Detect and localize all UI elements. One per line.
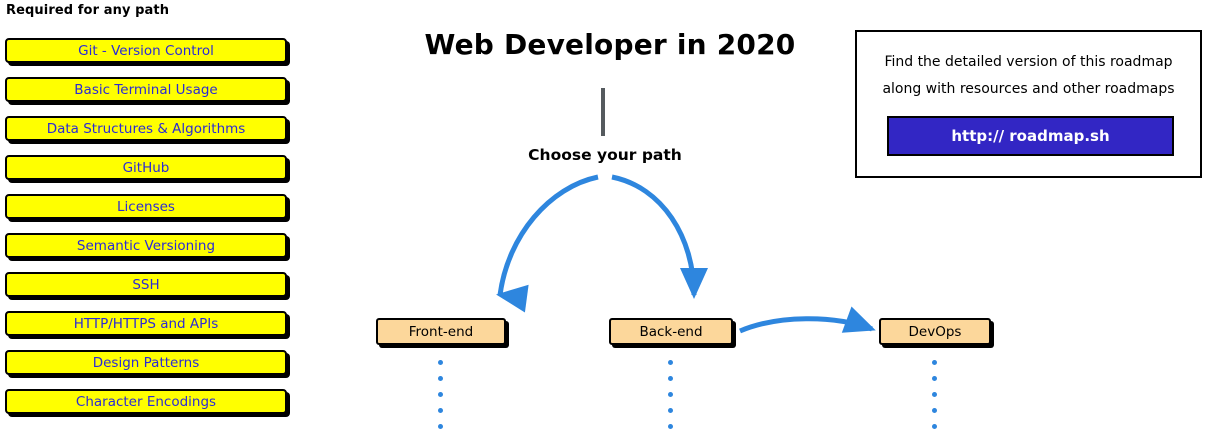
required-item-character-encodings[interactable]: Character Encodings [5,389,287,414]
required-item-basic-terminal-usage[interactable]: Basic Terminal Usage [5,77,287,102]
branch-arrows [496,174,876,334]
required-item-git-version-control[interactable]: Git - Version Control [5,38,287,63]
required-item-label: Data Structures & Algorithms [46,120,246,137]
required-item-label: Basic Terminal Usage [74,81,218,98]
required-item-design-patterns[interactable]: Design Patterns [5,350,287,375]
node-devops[interactable]: DevOps [879,318,991,345]
roadmap-info-box: Find the detailed version of this roadma… [855,30,1202,178]
required-item-licenses[interactable]: Licenses [5,194,287,219]
title-stem-connector [601,88,605,136]
required-item-github[interactable]: GitHub [5,155,287,180]
node-front-end[interactable]: Front-end [376,318,506,345]
required-item-semantic-versioning[interactable]: Semantic Versioning [5,233,287,258]
choose-your-path-label: Choose your path [528,146,682,164]
node-label: Back-end [639,323,703,340]
required-item-label: SSH [132,276,160,293]
required-item-label: HTTP/HTTPS and APIs [73,315,219,332]
node-label: Front-end [408,323,474,340]
roadmap-sh-link-button[interactable]: http:// roadmap.sh [887,116,1174,156]
required-item-ssh[interactable]: SSH [5,272,287,297]
required-item-label: Semantic Versioning [76,237,216,254]
required-item-label: Design Patterns [92,354,200,371]
required-item-label: Git - Version Control [78,42,214,59]
page-title: Web Developer in 2020 [424,28,796,61]
required-item-label: Licenses [117,198,175,215]
info-text-line-2: along with resources and other roadmaps [882,81,1175,97]
node-back-end[interactable]: Back-end [609,318,733,345]
info-text-line-1: Find the detailed version of this roadma… [884,54,1173,70]
node-label: DevOps [908,323,962,340]
dotted-line-front-end [438,360,443,436]
required-item-data-structures-algorithms[interactable]: Data Structures & Algorithms [5,116,287,141]
dotted-line-devops [932,360,937,436]
required-item-label: GitHub [122,159,170,176]
required-for-any-path-heading: Required for any path [6,3,170,18]
required-item-http-https-and-apis[interactable]: HTTP/HTTPS and APIs [5,311,287,336]
required-item-label: Character Encodings [75,393,217,410]
dotted-line-back-end [668,360,673,436]
roadmap-sh-link-label: http:// roadmap.sh [951,127,1110,145]
